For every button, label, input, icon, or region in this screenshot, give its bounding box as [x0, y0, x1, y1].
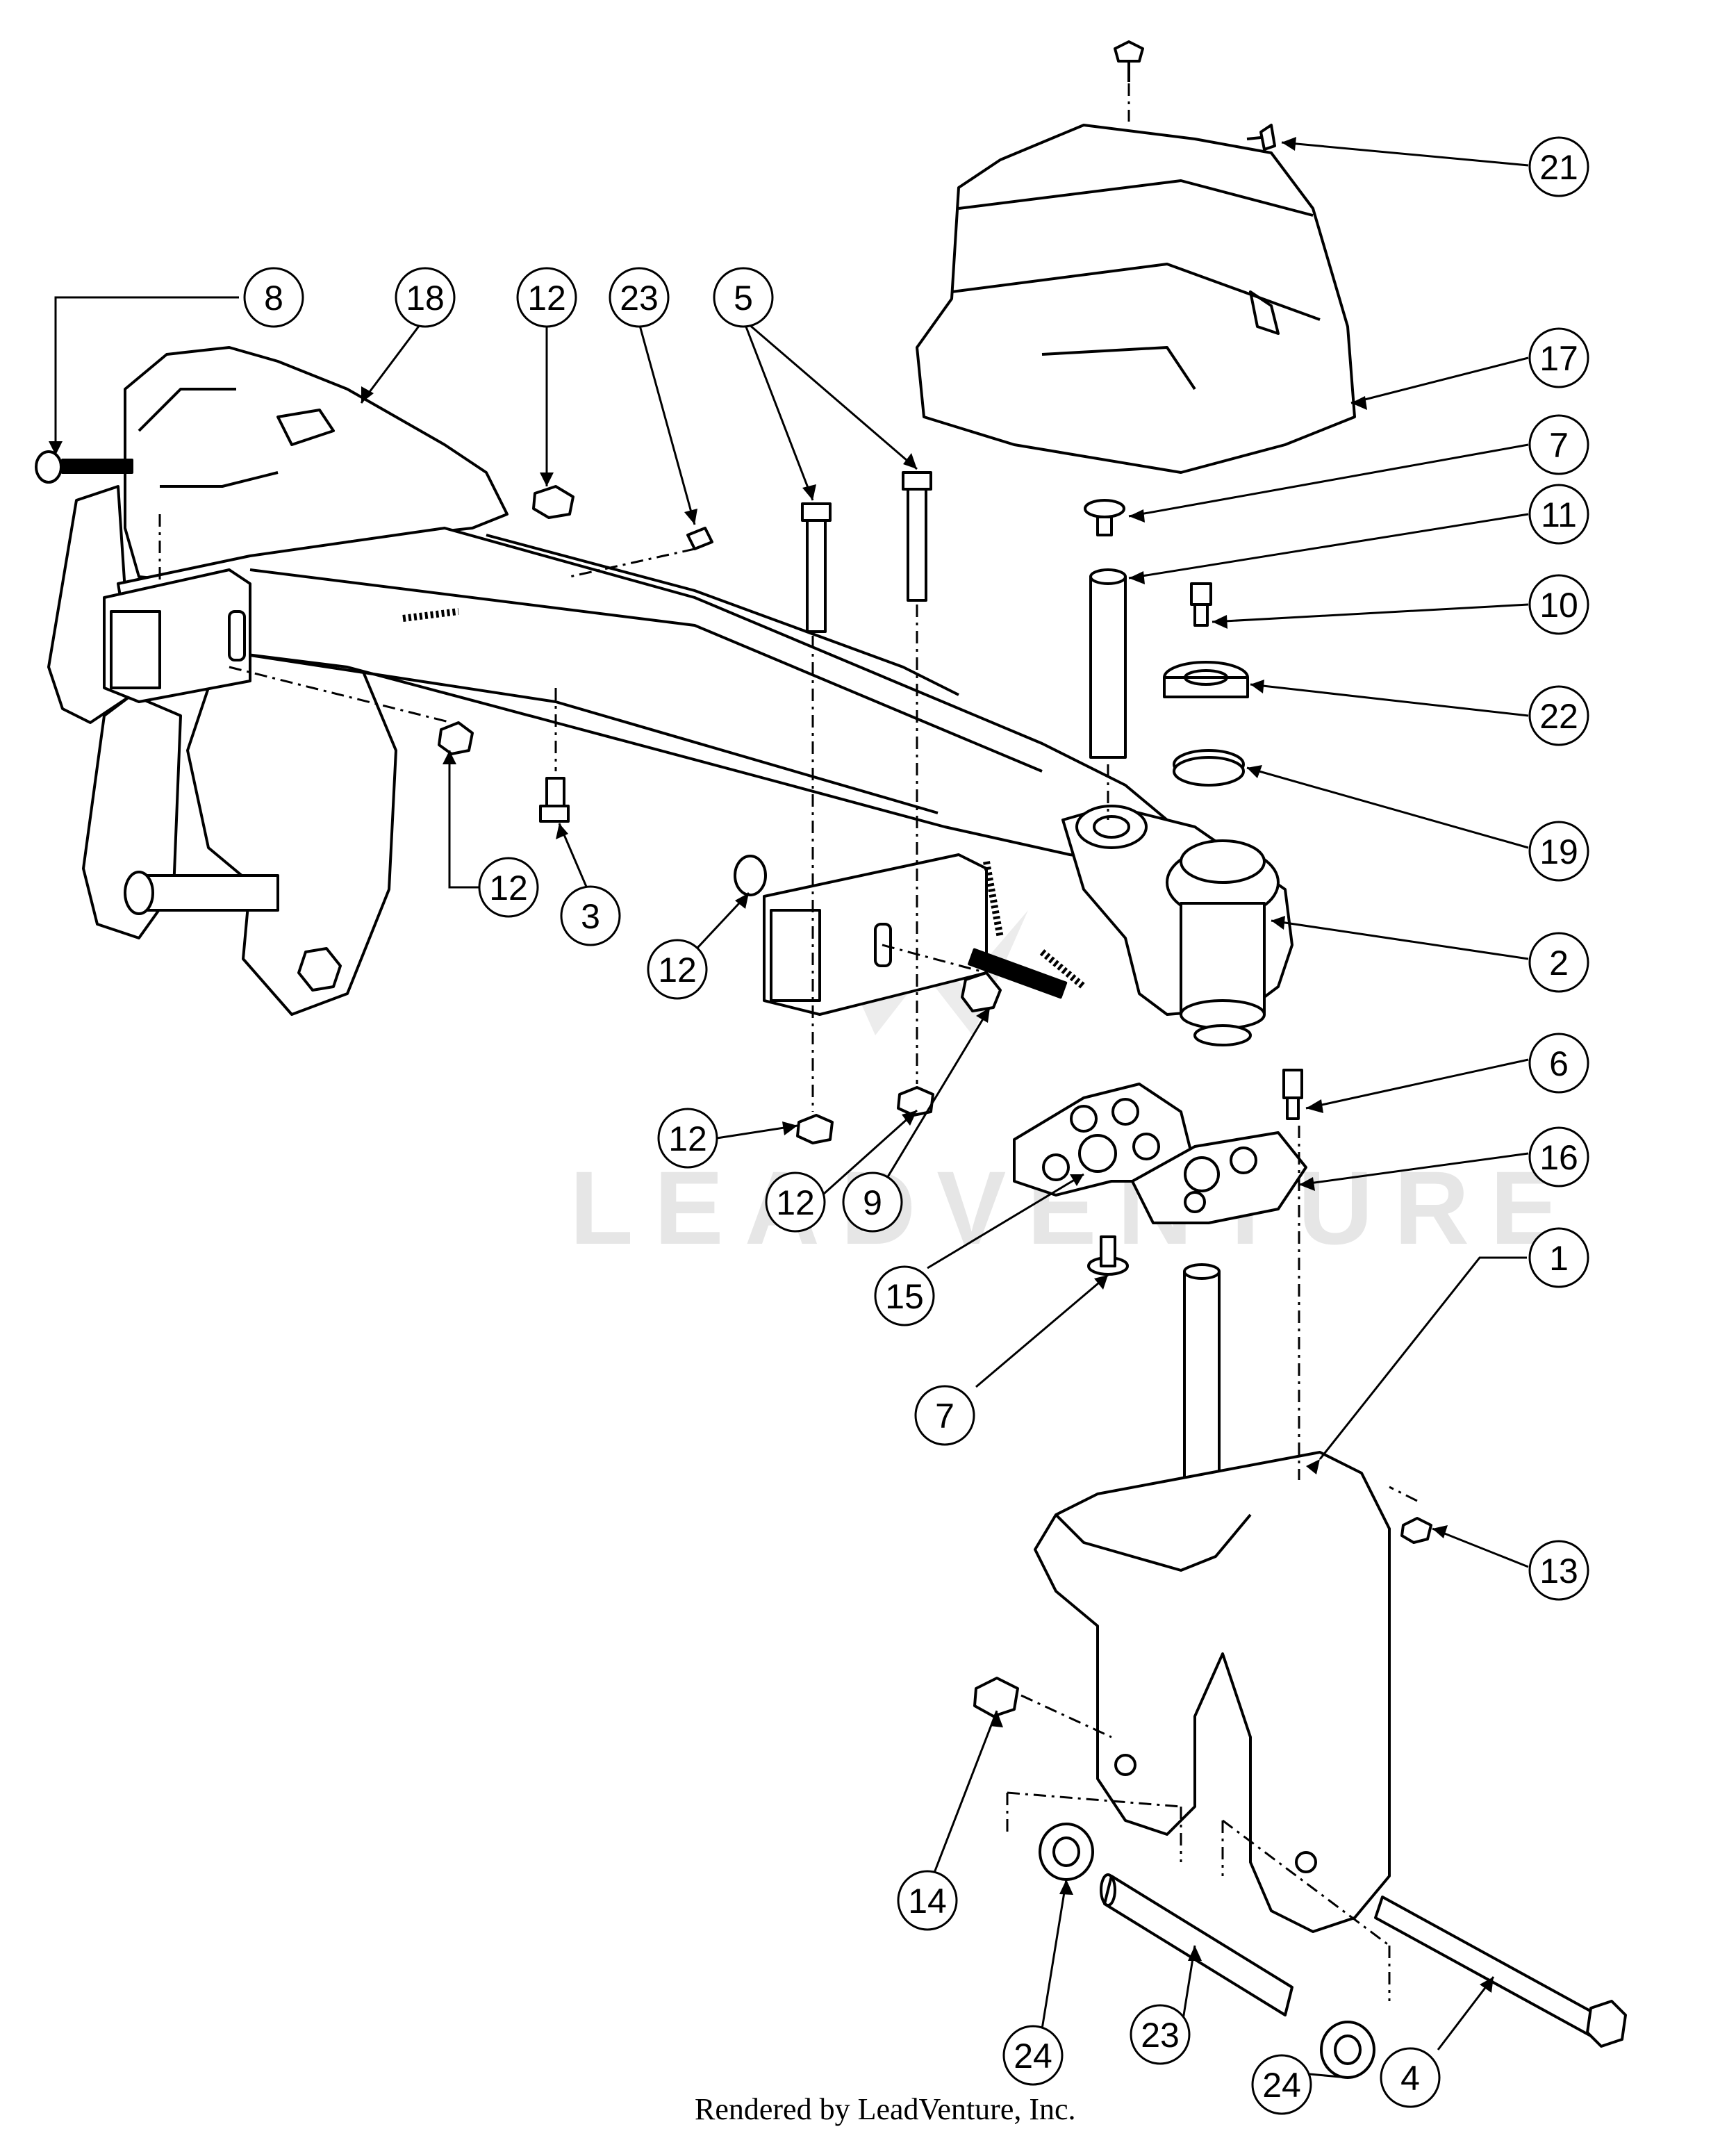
- bushing-24-bottom: [1320, 2021, 1375, 2079]
- callout-5[interactable]: 5: [713, 267, 774, 328]
- callout-17[interactable]: 17: [1528, 327, 1589, 388]
- callout-10[interactable]: 10: [1528, 574, 1589, 635]
- callout-7[interactable]: 7: [1528, 414, 1589, 475]
- bolt-8: [35, 450, 63, 484]
- callout-15[interactable]: 15: [874, 1265, 935, 1326]
- callout-13[interactable]: 13: [1528, 1540, 1589, 1601]
- spring-left: [402, 608, 459, 622]
- left-pin: [138, 874, 279, 912]
- svg-text:23: 23: [1141, 2016, 1180, 2055]
- fork-stem: [1183, 1270, 1221, 1481]
- svg-text:23: 23: [620, 279, 659, 318]
- svg-text:10: 10: [1539, 586, 1578, 625]
- svg-text:22: 22: [1539, 697, 1578, 736]
- alignment-lines: [158, 83, 1418, 2001]
- cap-screw-6: [1282, 1069, 1303, 1099]
- callout-22[interactable]: 22: [1528, 685, 1589, 746]
- svg-text:12: 12: [489, 869, 528, 907]
- stud-3: [545, 777, 565, 807]
- svg-text:16: 16: [1539, 1138, 1578, 1177]
- nut-14: [973, 1677, 1019, 1718]
- callout-7b[interactable]: 7: [914, 1385, 975, 1446]
- callout-4[interactable]: 4: [1380, 2047, 1441, 2108]
- svg-text:1: 1: [1549, 1239, 1569, 1278]
- flange-nut-low-1: [796, 1114, 834, 1144]
- long-bolt-5a: [801, 502, 832, 522]
- top-flange-bolt: [1084, 499, 1125, 518]
- flange-nut-top: [532, 485, 574, 519]
- svg-text:3: 3: [581, 897, 600, 936]
- bolt-10: [1190, 582, 1212, 606]
- flange-nut-low-2: [897, 1086, 934, 1117]
- spacer-rod-23: [1103, 1875, 1293, 2016]
- svg-text:7: 7: [1549, 426, 1569, 465]
- svg-text:9: 9: [863, 1183, 882, 1222]
- top-screw: [1114, 40, 1144, 63]
- callout-12e[interactable]: 12: [765, 1172, 826, 1233]
- svg-text:12: 12: [776, 1183, 815, 1222]
- callout-24b[interactable]: 24: [1251, 2054, 1312, 2115]
- svg-text:18: 18: [406, 279, 445, 318]
- svg-text:12: 12: [658, 951, 697, 989]
- svg-text:8: 8: [264, 279, 283, 318]
- parts-art: [35, 40, 1627, 2079]
- fork: [1034, 1451, 1391, 1933]
- callout-6[interactable]: 6: [1528, 1033, 1589, 1094]
- callout-1[interactable]: 1: [1528, 1227, 1589, 1288]
- svg-text:11: 11: [1541, 495, 1577, 534]
- callout-23[interactable]: 23: [609, 267, 670, 328]
- svg-text:12: 12: [527, 279, 566, 318]
- callout-14[interactable]: 14: [897, 1870, 958, 1931]
- spring-right: [983, 861, 1004, 939]
- callout-8[interactable]: 8: [243, 267, 304, 328]
- svg-text:17: 17: [1539, 339, 1578, 378]
- callout-2[interactable]: 2: [1528, 932, 1589, 993]
- footer-credit: Rendered by LeadVenture, Inc.: [695, 2092, 1076, 2126]
- callout-12c[interactable]: 12: [647, 939, 708, 1000]
- svg-text:5: 5: [734, 279, 753, 318]
- watermark: LEADVENTURE: [570, 910, 1560, 1266]
- svg-text:24: 24: [1014, 2037, 1052, 2075]
- long-bolt-4: [1374, 1896, 1599, 2037]
- side-screw-21: [1259, 124, 1276, 151]
- callout-12d[interactable]: 12: [657, 1108, 718, 1169]
- callout-12[interactable]: 12: [516, 267, 577, 328]
- svg-text:24: 24: [1262, 2066, 1301, 2105]
- callout-3[interactable]: 3: [560, 885, 621, 946]
- callout-9[interactable]: 9: [842, 1172, 903, 1233]
- svg-text:13: 13: [1539, 1552, 1578, 1590]
- callout-16[interactable]: 16: [1528, 1126, 1589, 1187]
- left-hex-nut: [297, 947, 342, 992]
- svg-text:7: 7: [935, 1397, 954, 1436]
- svg-text:2: 2: [1549, 944, 1569, 983]
- flange-nut-left: [438, 721, 474, 755]
- spacer-tube: [1089, 575, 1127, 759]
- callouts: 8 18 12 23 5 21 17 7 11 10 22 19 12 3 12…: [243, 136, 1589, 2115]
- svg-text:4: 4: [1400, 2059, 1420, 2098]
- callout-21[interactable]: 21: [1528, 136, 1589, 197]
- nut-13: [1400, 1517, 1432, 1544]
- right-pivot-cover: [916, 124, 1356, 474]
- callout-23b[interactable]: 23: [1130, 2004, 1191, 2065]
- svg-text:12: 12: [668, 1119, 707, 1158]
- bolt-9: [968, 948, 1068, 999]
- svg-text:15: 15: [885, 1277, 924, 1316]
- callout-24[interactable]: 24: [1002, 2025, 1064, 2086]
- callout-11[interactable]: 11: [1528, 484, 1589, 545]
- bushing-24-top: [1039, 1823, 1094, 1881]
- long-bolt-5b: [902, 471, 932, 491]
- svg-text:19: 19: [1539, 832, 1578, 871]
- svg-text:6: 6: [1549, 1044, 1569, 1083]
- left-side-bracket: [186, 645, 397, 1016]
- callout-18[interactable]: 18: [395, 267, 456, 328]
- svg-text:21: 21: [1539, 148, 1578, 187]
- arrow-heads: [49, 137, 1494, 1993]
- svg-text:14: 14: [908, 1882, 947, 1921]
- callout-19[interactable]: 19: [1528, 821, 1589, 882]
- pivot-bearing-top: [1075, 805, 1148, 849]
- washer-mid: [734, 855, 767, 896]
- callout-12b[interactable]: 12: [478, 857, 539, 918]
- pin-23-top: [686, 527, 713, 550]
